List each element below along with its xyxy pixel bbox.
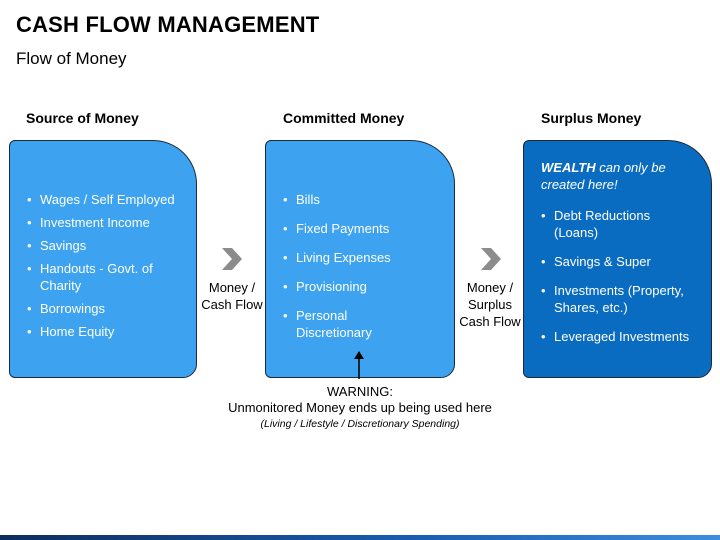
- surplus-list: • Debt Reductions (Loans) • Savings & Supe…: [524, 207, 705, 351]
- committed-list: •Bills •Fixed Payments •Living Expenses …: [266, 191, 448, 347]
- bullet-icon: •: [27, 301, 32, 316]
- warning-note: WARNING: Unmonitored Money ends up being…: [200, 384, 520, 432]
- list-item-label: Living Expenses: [296, 250, 391, 265]
- list-item-label: Provisioning: [296, 279, 367, 294]
- list-item-label: Debt Reductions (Loans): [554, 208, 651, 240]
- wealth-note: WEALTH can only be created here!: [541, 159, 671, 193]
- bottom-accent-bar: [0, 535, 720, 540]
- list-item: • Personal Discretionary: [266, 307, 448, 341]
- bullet-icon: •: [541, 329, 546, 344]
- page-title: CASH FLOW MANAGEMENT: [16, 12, 320, 37]
- chevron-right-icon: [222, 248, 242, 270]
- bullet-icon: •: [541, 283, 546, 298]
- bullet-icon: •: [27, 324, 32, 339]
- list-item: • Leveraged Investments: [524, 328, 705, 345]
- source-list: • Wages / Self Employed • Investment Incom…: [10, 191, 190, 346]
- list-item-label: Bills: [296, 192, 320, 207]
- bullet-icon: •: [27, 192, 32, 207]
- connector-label-cash-flow: Money / Cash Flow: [198, 279, 266, 313]
- bullet-icon: •: [27, 238, 32, 253]
- list-item: • Living Expenses: [266, 249, 448, 266]
- bullet-icon: •: [541, 208, 546, 223]
- bullet-icon: •: [283, 221, 288, 236]
- list-item-label: Personal Discretionary: [296, 308, 372, 340]
- list-item-label: Savings & Super: [554, 254, 651, 269]
- source-of-money-box: • Wages / Self Employed • Investment Incom…: [9, 140, 197, 378]
- list-item-label: Savings: [40, 238, 87, 253]
- list-item-label: Borrowings: [40, 301, 106, 316]
- connector-label-line: Cash Flow: [201, 297, 263, 312]
- list-item: • Savings: [10, 237, 190, 254]
- arrow-up-icon: [354, 351, 364, 379]
- wealth-note-text: can only be created here!: [541, 160, 666, 192]
- bullet-icon: •: [283, 279, 288, 294]
- list-item: • Investments (Property, Shares, etc.): [524, 282, 705, 316]
- list-item-label: Handouts - Govt. of Charity: [40, 261, 153, 293]
- list-item: • Bills: [266, 191, 448, 208]
- list-item-label: Wages / Self Employed: [40, 192, 175, 207]
- bullet-icon: •: [283, 250, 288, 265]
- list-item-label: Investment Income: [40, 215, 150, 230]
- warning-title: WARNING:: [327, 384, 393, 399]
- warning-text: Unmonitored Money ends up being used her…: [228, 400, 492, 415]
- list-item-label: Leveraged Investments: [554, 329, 690, 344]
- list-item: • Investment Income: [10, 214, 190, 231]
- list-item: • Home Equity: [10, 323, 190, 340]
- wealth-emphasis: WEALTH: [541, 160, 596, 175]
- bullet-icon: •: [283, 192, 288, 207]
- committed-money-box: •Bills •Fixed Payments •Living Expenses …: [265, 140, 455, 378]
- list-item-label: Fixed Payments: [296, 221, 390, 236]
- bullet-icon: •: [283, 308, 288, 323]
- warning-subtext: (Living / Lifestyle / Discretionary Spen…: [260, 418, 460, 430]
- list-item: • Fixed Payments: [266, 220, 448, 237]
- list-item-label: Home Equity: [40, 324, 115, 339]
- bullet-icon: •: [27, 215, 32, 230]
- list-item: • Provisioning: [266, 278, 448, 295]
- page-subtitle: Flow of Money: [16, 49, 127, 68]
- list-item: • Savings & Super: [524, 253, 705, 270]
- list-item: • Borrowings: [10, 300, 190, 317]
- connector-label-line: Money /: [466, 280, 514, 295]
- bullet-icon: •: [541, 254, 546, 269]
- connector-label-line: Surplus: [467, 297, 513, 312]
- list-item-label: Investments (Property, Shares, etc.): [554, 283, 684, 315]
- list-item: • Handouts - Govt. of Charity: [10, 260, 190, 294]
- column-heading-source: Source of Money: [26, 110, 139, 126]
- column-heading-committed: Committed Money: [283, 110, 405, 126]
- bullet-icon: •: [27, 261, 32, 276]
- list-item: • Wages / Self Employed: [10, 191, 190, 208]
- list-item: • Debt Reductions (Loans): [524, 207, 705, 241]
- chevron-right-icon: [481, 248, 501, 270]
- surplus-money-box: WEALTH can only be created here! • Debt R…: [523, 140, 712, 378]
- connector-label-line: Money /: [208, 280, 256, 295]
- column-heading-surplus: Surplus Money: [541, 110, 642, 126]
- connector-label-surplus-cash-flow: Money / Surplus Cash Flow: [455, 279, 525, 330]
- connector-label-line: Cash Flow: [459, 314, 521, 329]
